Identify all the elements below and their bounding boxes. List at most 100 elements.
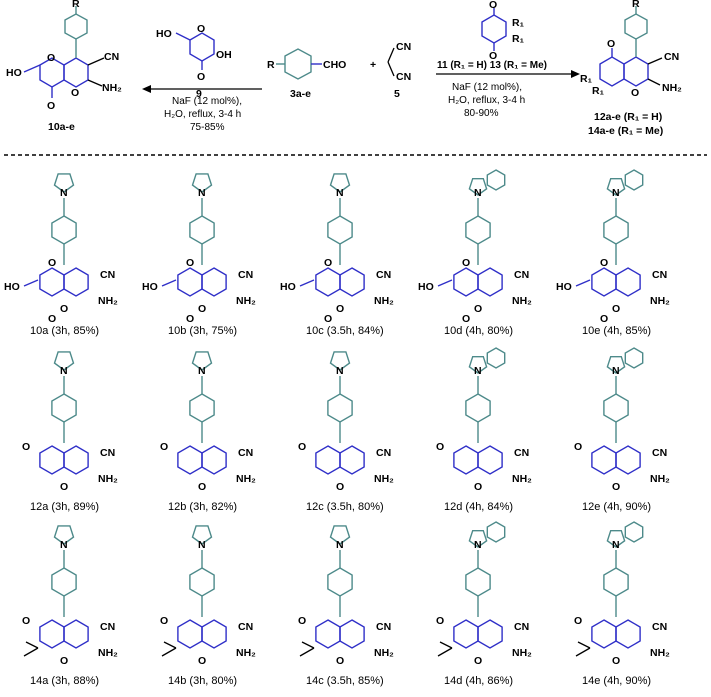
- ring-oxygen: O: [336, 655, 344, 667]
- left-condition-line: H₂O, reflux, 3-4 h: [164, 109, 241, 120]
- amine-label: NH₂: [650, 647, 670, 659]
- ring-oxygen: O: [324, 257, 332, 269]
- left-product-structure: R O O HO O CN NH₂ 10a-e: [6, 0, 122, 133]
- carbonyl-oxygen: O: [574, 615, 582, 627]
- ring-oxygen: O: [600, 257, 608, 269]
- amine-label: NH₂: [650, 473, 670, 485]
- phenyl-ring: [603, 215, 629, 245]
- amine-label: NH₂: [236, 295, 256, 307]
- ring-oxygen: O: [474, 303, 482, 315]
- nitrile-label: CN: [238, 447, 253, 459]
- nitrogen-label: N: [474, 187, 482, 199]
- methyl-bond: [23, 647, 39, 657]
- nitrogen-label: N: [60, 187, 68, 199]
- right-yield: 80-90%: [464, 108, 499, 119]
- nitrile-label: CN: [514, 621, 529, 633]
- pyran-ring: [201, 619, 227, 649]
- carbonyl-oxygen: O: [298, 441, 306, 453]
- carbonyl-oxygen: O: [22, 615, 30, 627]
- amine-label: NH₂: [98, 295, 118, 307]
- bond: [161, 279, 177, 287]
- pyran-ring: [615, 267, 641, 297]
- carbonyl-oxygen: O: [324, 313, 332, 325]
- pyran-ring: [201, 445, 227, 475]
- substituent-r: R: [632, 0, 640, 10]
- benzimidazole-ring: [468, 530, 488, 548]
- amine-label: NH₂: [98, 473, 118, 485]
- nitrile-label: CN: [104, 51, 119, 63]
- carbonyl-oxygen: O: [436, 441, 444, 453]
- ring-oxygen: O: [462, 257, 470, 269]
- right-condition-line: H₂O, reflux, 3-4 h: [448, 95, 525, 106]
- kojic-acid-structure: HO O OH O 9: [156, 23, 232, 100]
- amine-label: NH₂: [512, 473, 532, 485]
- left-ring: [591, 445, 617, 475]
- carbonyl-oxygen: O: [186, 313, 194, 325]
- nitrogen-label: N: [336, 539, 344, 551]
- carbonyl-oxygen: O: [489, 50, 497, 62]
- nitrogen-label: N: [336, 187, 344, 199]
- imidazole-ring: [191, 173, 213, 193]
- methyl-bond: [439, 641, 453, 649]
- carbonyl-oxygen: O: [436, 615, 444, 627]
- nitrile-label: CN: [652, 621, 667, 633]
- nitrogen-label: N: [60, 365, 68, 377]
- imidazole-ring: [191, 525, 213, 545]
- carbonyl-oxygen: O: [47, 100, 55, 112]
- product-caption: 12e (4h, 90%): [582, 501, 651, 513]
- ring-oxygen: O: [612, 303, 620, 315]
- amine-label: NH₂: [374, 647, 394, 659]
- benzo-ring: [486, 347, 506, 369]
- dione-structure: O O R₁ R₁ 11 (R₁ = H) 13 (R₁ = Me): [437, 0, 547, 71]
- product-caption: 14a (3h, 88%): [30, 675, 99, 687]
- carbonyl-oxygen: O: [160, 441, 168, 453]
- substituent-r: R: [72, 0, 80, 10]
- methyl-bond: [25, 641, 39, 649]
- methyl-bond: [161, 647, 177, 657]
- nitrile-label: CN: [652, 447, 667, 459]
- bond: [23, 279, 39, 287]
- ring-oxygen: O: [198, 303, 206, 315]
- carbonyl-oxygen: O: [607, 38, 615, 50]
- benzo-ring: [624, 347, 644, 369]
- amine-label: NH₂: [650, 295, 670, 307]
- carbonyl-oxygen: O: [22, 441, 30, 453]
- phenyl-ring: [51, 393, 77, 423]
- left-ring: [453, 619, 479, 649]
- pyran-ring: [63, 619, 89, 649]
- ring-oxygen: O: [60, 303, 68, 315]
- nitrile-label: CN: [396, 71, 411, 83]
- pyrazole-ring: [53, 173, 75, 193]
- left-ring: [177, 619, 203, 649]
- phenyl-ring: [327, 215, 353, 245]
- left-ring: [315, 619, 341, 649]
- right-condition-line: NaF (12 mol%),: [452, 82, 522, 93]
- benzotriazole-ring: [606, 530, 626, 548]
- left-ring: [591, 267, 617, 297]
- reagent-9-label: 9: [196, 88, 202, 100]
- left-ring: [39, 267, 65, 297]
- carbonyl-oxygen: O: [298, 615, 306, 627]
- product-caption: 14b (3h, 80%): [168, 675, 237, 687]
- benzo-ring: [486, 521, 506, 543]
- pyrazole-ring: [53, 525, 75, 545]
- r1-label: R₁: [592, 85, 604, 97]
- hydroxyl-label: HO: [556, 281, 572, 293]
- methyl-bond: [577, 641, 591, 649]
- nitrile-label: CN: [238, 269, 253, 281]
- benzimidazole-ring: [468, 356, 488, 374]
- nitrile-label: CN: [238, 621, 253, 633]
- left-ring: [315, 445, 341, 475]
- amine-label: NH₂: [374, 473, 394, 485]
- product-caption: 10e (4h, 85%): [582, 325, 651, 337]
- ring-oxygen: O: [60, 655, 68, 667]
- left-product-label: 10a-e: [48, 121, 75, 133]
- amine-label: NH₂: [236, 473, 256, 485]
